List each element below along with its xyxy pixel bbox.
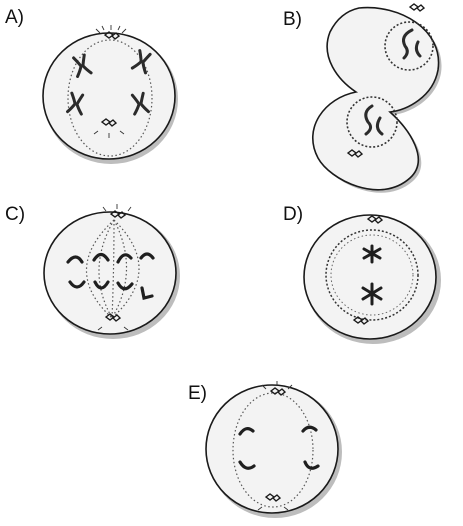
- centrosome-icon: [410, 4, 424, 11]
- cell-b: [313, 4, 442, 193]
- cell-a: [43, 25, 178, 164]
- cell-c: [44, 204, 180, 339]
- cell-d: [304, 215, 441, 344]
- cell-e: [206, 381, 342, 518]
